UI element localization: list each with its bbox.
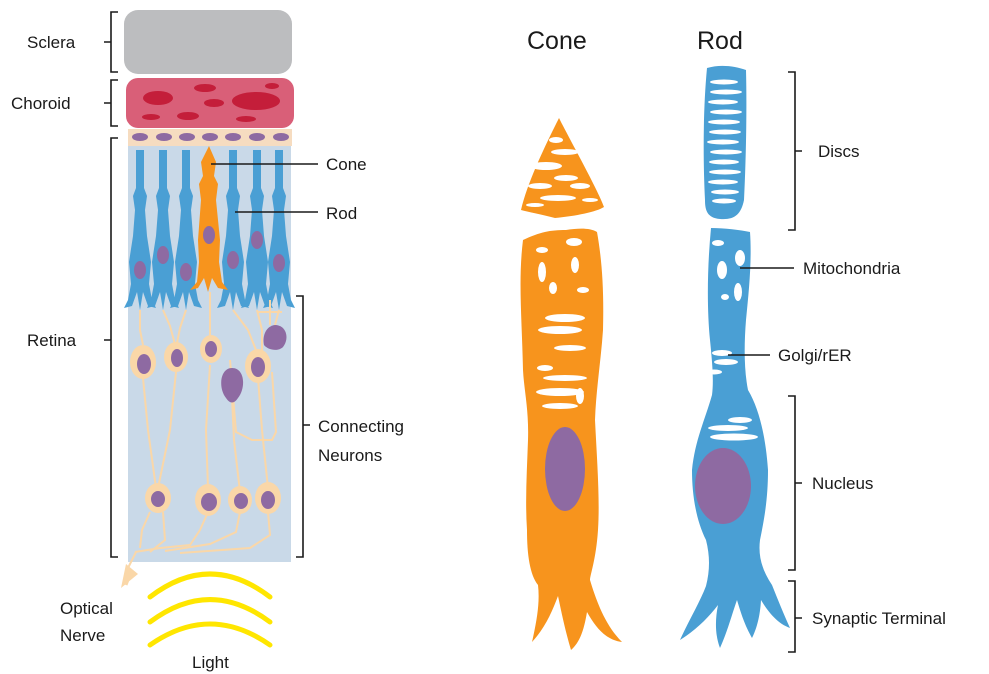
light-arcs — [150, 574, 270, 645]
large-cone-cell — [521, 118, 622, 650]
neurons-bracket — [296, 296, 310, 557]
label-cone-callout: Cone — [326, 155, 367, 174]
label-retina: Retina — [27, 331, 77, 350]
title-cone: Cone — [527, 27, 587, 55]
label-optical-2: Nerve — [60, 626, 105, 645]
label-nucleus: Nucleus — [812, 474, 873, 493]
sclera-bracket — [104, 12, 118, 72]
label-connecting-1: Connecting — [318, 417, 404, 436]
label-optical-1: Optical — [60, 599, 113, 618]
large-rod-cell — [680, 66, 790, 648]
label-rod-callout: Rod — [326, 204, 357, 223]
choroid-bracket — [104, 80, 118, 126]
nucleus-bracket — [788, 396, 802, 570]
label-golgi: Golgi/rER — [778, 346, 852, 365]
label-sclera: Sclera — [27, 33, 76, 52]
label-mitochondria: Mitochondria — [803, 259, 901, 278]
title-rod: Rod — [697, 27, 743, 55]
label-synaptic-terminal: Synaptic Terminal — [812, 609, 946, 628]
sclera-layer — [124, 10, 292, 74]
label-choroid: Choroid — [11, 94, 71, 113]
retina-bracket — [104, 138, 118, 557]
label-connecting-2: Neurons — [318, 446, 382, 465]
label-discs: Discs — [818, 142, 860, 161]
discs-bracket — [788, 72, 802, 230]
synaptic-terminal-bracket — [788, 581, 802, 652]
label-light: Light — [192, 653, 229, 672]
